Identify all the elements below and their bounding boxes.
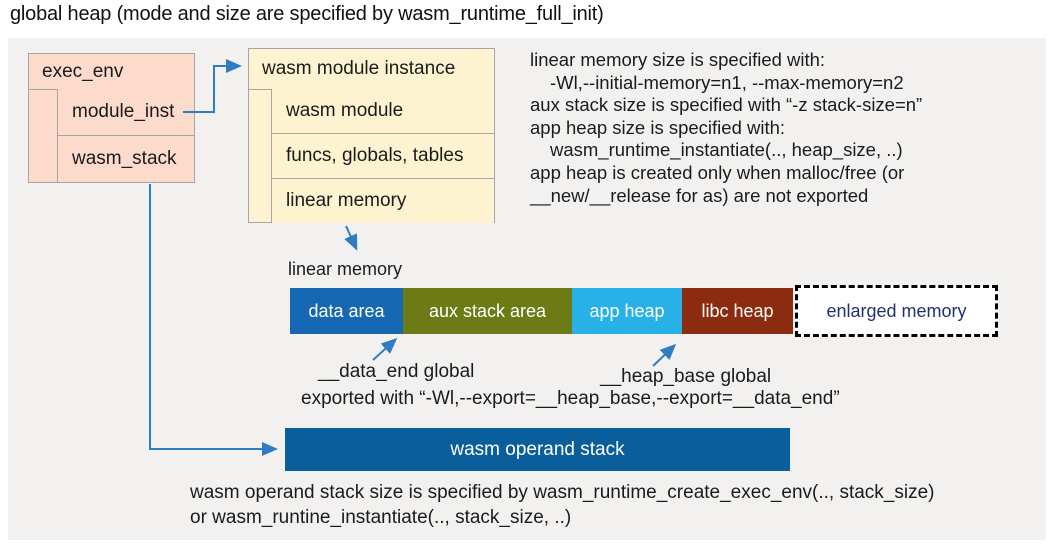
note-line: linear memory size is specified with: — [530, 49, 826, 70]
notes-right-block: linear memory size is specified with: -W… — [530, 49, 1042, 207]
note-line: __new/__release for as) are not exported — [530, 184, 869, 206]
module-instance-row-funcs-globals-tables: funcs, globals, tables — [271, 134, 494, 179]
exported-annotation: exported with “-Wl,--export=__heap_base,… — [301, 388, 840, 409]
exec-env-row-module-inst: module_inst — [57, 89, 194, 136]
note-line: wasm_runtime_instantiate(.., heap_size, … — [550, 139, 903, 161]
note-line: aux stack size is specified with “-z sta… — [530, 94, 923, 116]
operand-stack-notes: wasm operand stack size is specified by … — [190, 480, 1040, 530]
heap-base-annotation: __heap_base global — [600, 366, 772, 387]
memory-segment-libc-heap: libc heap — [682, 288, 793, 334]
module-instance-row-linear-memory: linear memory — [271, 179, 494, 223]
linear-memory-label: linear memory — [288, 259, 403, 279]
memory-segment-enlarged-memory: enlarged memory — [795, 285, 998, 337]
page-title: global heap (mode and size are specified… — [10, 3, 604, 25]
module-instance-row-wasm-module: wasm module — [271, 89, 494, 134]
note-line: app heap size is specified with: — [530, 116, 786, 138]
memory-segment-app-heap: app heap — [572, 288, 682, 334]
operand-stack-note-line: or wasm_runtine_instantiate(.., stack_si… — [190, 507, 572, 528]
note-line: -Wl,--initial-memory=n1, --max-memory=n2 — [550, 71, 904, 93]
exec-env-title: exec_env — [29, 54, 194, 90]
note-line: app heap is created only when malloc/fre… — [530, 161, 905, 183]
memory-segment-aux-stack-area: aux stack area — [403, 288, 572, 334]
exec-env-box: exec_env module_inst wasm_stack — [28, 53, 195, 183]
exec-env-row-wasm-stack: wasm_stack — [57, 136, 194, 183]
module-instance-box: wasm module instance wasm module funcs, … — [248, 48, 495, 223]
operand-stack-note-line: wasm operand stack size is specified by … — [190, 482, 935, 503]
memory-segment-data-area: data area — [290, 288, 403, 334]
wasm-operand-stack-box: wasm operand stack — [285, 428, 790, 471]
module-instance-title: wasm module instance — [249, 49, 494, 90]
data-end-annotation: __data_end global — [318, 361, 475, 382]
